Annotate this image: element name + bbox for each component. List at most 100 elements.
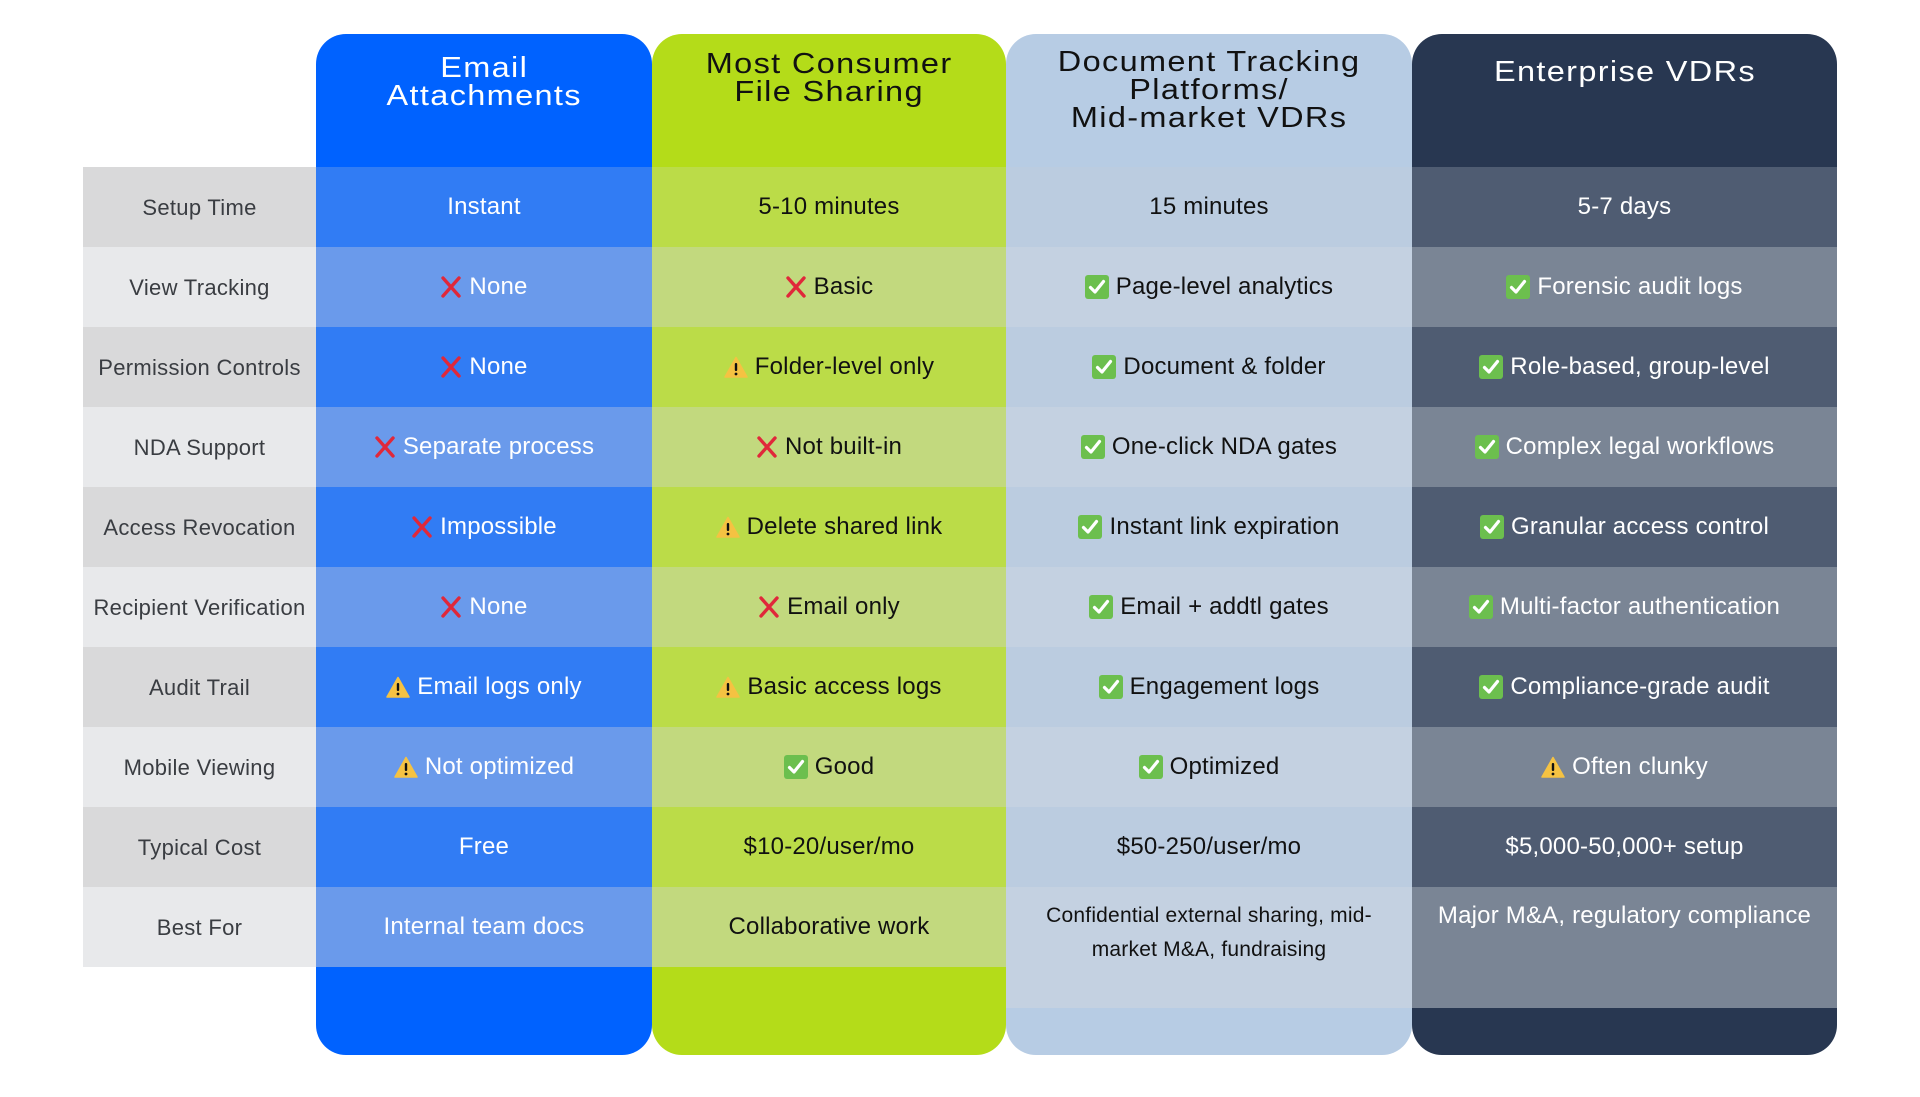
check-icon <box>1080 435 1105 459</box>
cell-text: Not optimized <box>424 753 575 780</box>
check-icon <box>1474 435 1499 459</box>
table-cell: 15 minutes <box>1006 167 1412 247</box>
cross-icon <box>758 595 780 619</box>
cell-text: 5-7 days <box>1577 193 1672 220</box>
cell-text: Impossible <box>440 513 557 540</box>
cell-text: Basic <box>813 273 874 300</box>
table-cell: Email only <box>652 567 1006 647</box>
row-label: Best For <box>83 887 316 967</box>
table-cell: None <box>316 327 652 407</box>
column-header: Document Tracking Platforms/ Mid-market … <box>1006 34 1412 167</box>
row-label: Audit Trail <box>83 647 316 727</box>
cell-text: Compliance-grade audit <box>1510 673 1770 700</box>
cell-text: $10-20/user/mo <box>743 833 915 860</box>
cell-text: $50-250/user/mo <box>1116 833 1302 860</box>
cell-text: None <box>469 273 528 300</box>
row-label: Permission Controls <box>83 327 316 407</box>
cell-text: Internal team docs <box>383 913 585 940</box>
cell-text: Document & folder <box>1123 353 1326 380</box>
table-cell: One-click NDA gates <box>1006 407 1412 487</box>
cross-icon <box>756 435 778 459</box>
check-icon <box>1479 675 1504 699</box>
table-cell: Compliance-grade audit <box>1412 647 1837 727</box>
cell-text: Separate process <box>402 433 595 460</box>
table-cell: Free <box>316 807 652 887</box>
check-icon <box>783 755 808 779</box>
row-label: Access Revocation <box>83 487 316 567</box>
table-cell: Separate process <box>316 407 652 487</box>
column-title: Enterprise VDRs <box>1493 56 1756 88</box>
table-cell: Basic <box>652 247 1006 327</box>
cell-text: Good <box>814 753 875 780</box>
check-icon <box>1138 755 1163 779</box>
cell-text: None <box>469 593 528 620</box>
column-header: Most Consumer File Sharing <box>652 34 1006 167</box>
cell-text: Confidential external sharing, mid-marke… <box>1046 904 1372 961</box>
table-cell: Basic access logs <box>652 647 1006 727</box>
cross-icon <box>440 275 462 299</box>
warning-icon <box>716 676 741 698</box>
cell-text: Email only <box>787 593 900 620</box>
cross-icon <box>440 355 462 379</box>
cell-text: Instant link expiration <box>1109 513 1340 540</box>
column-document-tracking: Document Tracking Platforms/ Mid-market … <box>1006 34 1412 1055</box>
cell-text: $5,000-50,000+ setup <box>1505 833 1744 860</box>
table-cell: Optimized <box>1006 727 1412 807</box>
cell-text: 15 minutes <box>1149 193 1269 220</box>
warning-icon <box>1541 756 1565 778</box>
cell-text: Granular access control <box>1510 513 1770 540</box>
cell-text: Free <box>458 833 510 860</box>
check-icon <box>1084 275 1109 299</box>
row-labels-column: Setup Time View Tracking Permission Cont… <box>83 167 316 967</box>
row-label: Setup Time <box>83 167 316 247</box>
cross-icon <box>411 515 433 539</box>
table-cell: Role-based, group-level <box>1412 327 1837 407</box>
cell-text: Major M&A, regulatory compliance <box>1437 902 1812 929</box>
table-cell: Email logs only <box>316 647 652 727</box>
table-cell: None <box>316 567 652 647</box>
check-icon <box>1468 595 1493 619</box>
table-cell: 5-10 minutes <box>652 167 1006 247</box>
row-label: View Tracking <box>83 247 316 327</box>
table-cell: Document & folder <box>1006 327 1412 407</box>
cell-text: Page-level analytics <box>1115 273 1334 300</box>
check-icon <box>1479 515 1504 539</box>
cell-text: Basic access logs <box>747 673 942 700</box>
cell-text: Engagement logs <box>1129 673 1320 700</box>
table-cell: 5-7 days <box>1412 167 1837 247</box>
table-cell: Email + addtl gates <box>1006 567 1412 647</box>
cell-text: Email logs only <box>417 673 582 700</box>
check-icon <box>1092 355 1117 379</box>
warning-icon <box>715 516 740 538</box>
check-icon <box>1078 515 1103 539</box>
warning-icon <box>394 756 418 778</box>
table-cell: Confidential external sharing, mid-marke… <box>1006 887 1412 1008</box>
table-cell: $50-250/user/mo <box>1006 807 1412 887</box>
column-title: Most Consumer File Sharing <box>705 48 953 108</box>
cell-text: Email + addtl gates <box>1120 593 1329 620</box>
table-cell: Granular access control <box>1412 487 1837 567</box>
table-cell: Folder-level only <box>652 327 1006 407</box>
table-cell: Forensic audit logs <box>1412 247 1837 327</box>
cell-text: Often clunky <box>1572 753 1708 780</box>
warning-icon <box>724 356 748 378</box>
table-cell: Complex legal workflows <box>1412 407 1837 487</box>
cell-text: Delete shared link <box>746 513 943 540</box>
cell-text: None <box>469 353 528 380</box>
cross-icon <box>440 595 462 619</box>
row-label: Recipient Verification <box>83 567 316 647</box>
table-cell: Instant <box>316 167 652 247</box>
table-cell: Multi-factor authentication <box>1412 567 1837 647</box>
table-cell: Major M&A, regulatory compliance <box>1412 887 1837 1008</box>
warning-icon <box>386 676 411 698</box>
cell-text: Role-based, group-level <box>1510 353 1770 380</box>
table-cell: Engagement logs <box>1006 647 1412 727</box>
table-cell: Delete shared link <box>652 487 1006 567</box>
cross-icon <box>374 435 396 459</box>
check-icon <box>1089 595 1114 619</box>
